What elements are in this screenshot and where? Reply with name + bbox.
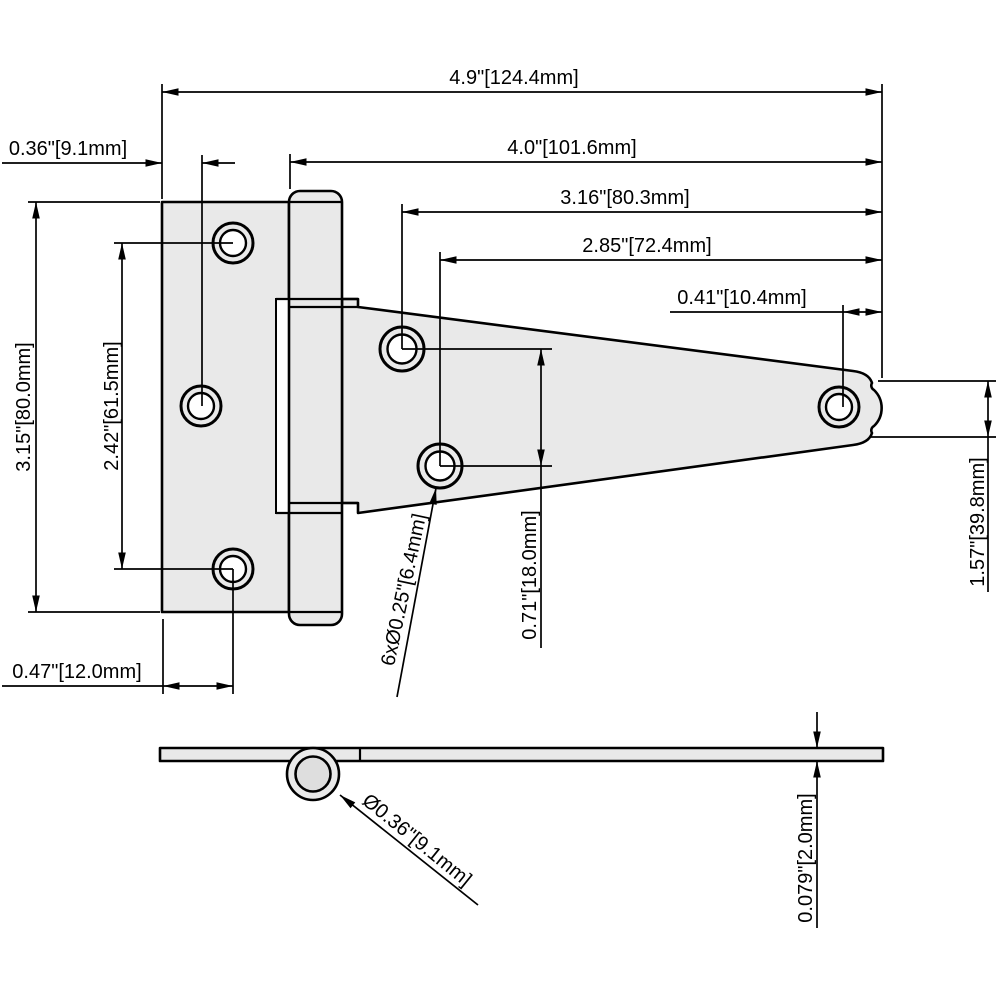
dim-leaf-hole-spacing-label: 2.42"[61.5mm] bbox=[101, 341, 123, 470]
dim-overall-length-label: 4.9"[124.4mm] bbox=[449, 67, 578, 89]
callout-pin-diameter-label: Ø0.36"[9.1mm] bbox=[358, 790, 476, 891]
dim-lower-hole-to-end-label: 2.85"[72.4mm] bbox=[582, 235, 711, 257]
hinge-barrel bbox=[287, 189, 344, 627]
front-view bbox=[160, 189, 883, 627]
dimension-lines bbox=[2, 84, 996, 928]
strap-tip-hole-outer bbox=[817, 385, 861, 429]
leaf-hole-middle-inner bbox=[186, 391, 216, 421]
dim-leaf-height-label: 3.15"[80.0mm] bbox=[13, 342, 35, 471]
leaf-hole-middle-outer bbox=[179, 384, 223, 428]
dim-leaf-hole-inset-label: 0.36"[9.1mm] bbox=[9, 138, 127, 160]
dim-thickness-label: 0.079"[2.0mm] bbox=[795, 793, 817, 922]
side-view-plate-strip bbox=[158, 746, 885, 763]
leader-pin-diameter bbox=[339, 794, 479, 906]
strap-tip-hole-inner bbox=[824, 392, 854, 422]
knuckle-slot bbox=[275, 298, 290, 514]
dim-strap-length-label: 4.0"[101.6mm] bbox=[507, 137, 636, 159]
dim-leaf-bottom-hole-inset-label: 0.47"[12.0mm] bbox=[12, 661, 141, 683]
dim-strap-end-width-label: 1.57"[39.8mm] bbox=[967, 457, 989, 586]
callout-screw-holes-label: 6xØ0.25"[6.4mm] bbox=[377, 512, 431, 668]
leader-screw-holes bbox=[396, 487, 437, 698]
dim-strap-hole-spacing-label: 0.71"[18.0mm] bbox=[519, 510, 541, 639]
side-view-pin bbox=[294, 755, 332, 793]
hinge-strap bbox=[340, 297, 883, 515]
side-view bbox=[158, 746, 885, 802]
dim-tip-hole-offset-label: 0.41"[10.4mm] bbox=[677, 287, 806, 309]
knuckle-joint-lines bbox=[276, 200, 358, 614]
hinge-leaf-plate bbox=[160, 200, 291, 614]
dim-upper-hole-to-end-label: 3.16"[80.3mm] bbox=[560, 187, 689, 209]
